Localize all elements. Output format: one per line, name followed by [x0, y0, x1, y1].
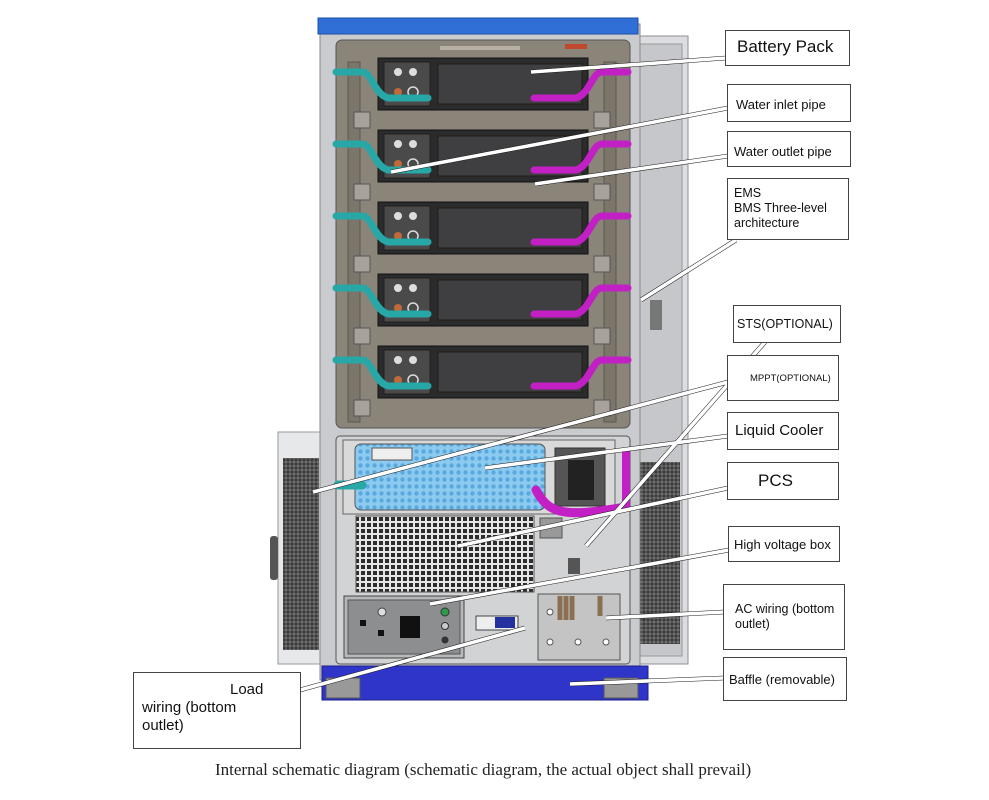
- label-battery-pack: Battery Pack: [737, 37, 834, 56]
- battery-module: [332, 57, 632, 129]
- water-inlet-pipe: [332, 356, 432, 390]
- terminal-connector: [394, 160, 402, 168]
- mount-bracket-left: [353, 111, 371, 129]
- leader-mppt: [312, 380, 729, 494]
- callout-liquid-cooler: Liquid Cooler: [727, 412, 839, 450]
- terminal-negative: [409, 212, 417, 220]
- mount-bracket-right: [593, 183, 611, 201]
- leader-liquid-cooler: [484, 434, 729, 470]
- label-ac-wiring-line1: AC wiring (bottom: [735, 602, 835, 616]
- label-ems-line3: architecture: [734, 216, 800, 230]
- figure-caption: Internal schematic diagram (schematic di…: [215, 760, 752, 779]
- label-ac-wiring-line2: outlet): [735, 617, 770, 631]
- callout-ems-bms: EMS BMS Three-level architecture: [727, 178, 849, 240]
- terminal-connector: [394, 232, 402, 240]
- leader-water-inlet-pipe: [390, 106, 729, 174]
- callout-load-wiring: Load wiring (bottom outlet): [133, 672, 301, 749]
- water-inlet-pipe: [332, 68, 432, 102]
- terminal-connector: [394, 304, 402, 312]
- water-outlet-pipe: [530, 68, 632, 102]
- label-mppt: MPPT(OPTIONAL): [750, 373, 831, 384]
- battery-module: [332, 129, 632, 201]
- sts-switch: [568, 558, 580, 574]
- label-high-voltage-box: High voltage box: [734, 537, 831, 552]
- mount-bracket-left: [353, 399, 371, 417]
- mount-bracket-right: [593, 111, 611, 129]
- callout-sts: STS(OPTIONAL): [733, 305, 841, 343]
- terminal-connector: [394, 376, 402, 384]
- leader-pcs: [457, 486, 729, 548]
- callout-high-voltage-box: High voltage box: [728, 526, 840, 562]
- leader-battery-pack: [530, 56, 727, 74]
- label-load-wiring-line3: outlet): [142, 717, 184, 734]
- callout-battery-pack: Battery Pack: [725, 30, 850, 66]
- mount-bracket-right: [593, 327, 611, 345]
- battery-module: [332, 201, 632, 273]
- terminal-connector: [394, 88, 402, 96]
- pcs-grill: [355, 515, 535, 593]
- mount-bracket-left: [353, 255, 371, 273]
- battery-modules: [332, 57, 632, 417]
- left-door-hinge: [270, 536, 278, 580]
- terminal-negative: [409, 356, 417, 364]
- callout-ac-wiring: AC wiring (bottom outlet): [723, 584, 845, 650]
- water-inlet-pipe: [332, 212, 432, 246]
- label-pcs: PCS: [758, 471, 793, 490]
- label-load-wiring-line1: Load: [230, 681, 264, 698]
- water-outlet-pipe: [530, 212, 632, 246]
- water-outlet-pipe: [530, 284, 632, 318]
- terminal-positive: [394, 212, 402, 220]
- water-inlet-pipe: [332, 140, 432, 174]
- water-outlet-pipe: [530, 356, 632, 390]
- leader-load-wiring: [299, 626, 526, 692]
- ac-wiring-plate: [537, 593, 621, 661]
- label-baffle: Baffle (removable): [729, 672, 835, 687]
- load-wiring-terminal: [475, 615, 519, 631]
- terminal-negative: [409, 284, 417, 292]
- mount-bracket-right: [593, 255, 611, 273]
- callout-water-outlet-pipe: Water outlet pipe: [727, 131, 851, 167]
- leader-ems-bms: [640, 238, 737, 302]
- leader-water-outlet-pipe: [534, 154, 729, 186]
- left-door: [270, 431, 327, 665]
- terminal-negative: [409, 140, 417, 148]
- callout-pcs: PCS: [727, 462, 839, 500]
- water-inlet-pipe: [332, 284, 432, 318]
- battery-module: [332, 345, 632, 417]
- label-ems-line2: BMS Three-level: [734, 201, 827, 215]
- mount-bracket-left: [353, 327, 371, 345]
- terminal-positive: [394, 68, 402, 76]
- label-water-outlet-pipe: Water outlet pipe: [734, 144, 832, 159]
- left-vent: [283, 458, 319, 650]
- high-voltage-box-unit: [343, 595, 465, 659]
- terminal-positive: [394, 284, 402, 292]
- water-outlet-pipe: [530, 140, 632, 174]
- terminal-positive: [394, 140, 402, 148]
- terminal-negative: [409, 68, 417, 76]
- label-water-inlet-pipe: Water inlet pipe: [736, 97, 826, 112]
- cooler-outlet-pipe: [531, 485, 625, 518]
- leader-baffle: [569, 676, 725, 686]
- liquid-cooler-unit: [333, 439, 630, 518]
- callout-mppt: MPPT(OPTIONAL): [727, 355, 839, 401]
- mount-bracket-left: [353, 183, 371, 201]
- leader-ac-wiring: [605, 610, 725, 620]
- callout-water-inlet-pipe: Water inlet pipe: [727, 84, 851, 122]
- terminal-positive: [394, 356, 402, 364]
- battery-module: [332, 273, 632, 345]
- label-sts: STS(OPTIONAL): [737, 317, 833, 331]
- top-cap: [317, 17, 639, 35]
- label-liquid-cooler: Liquid Cooler: [735, 422, 824, 439]
- label-load-wiring-line2: wiring (bottom: [142, 699, 237, 716]
- callout-baffle: Baffle (removable): [723, 657, 847, 701]
- leader-high-voltage-box: [429, 548, 730, 606]
- label-ems-line1: EMS: [734, 186, 762, 200]
